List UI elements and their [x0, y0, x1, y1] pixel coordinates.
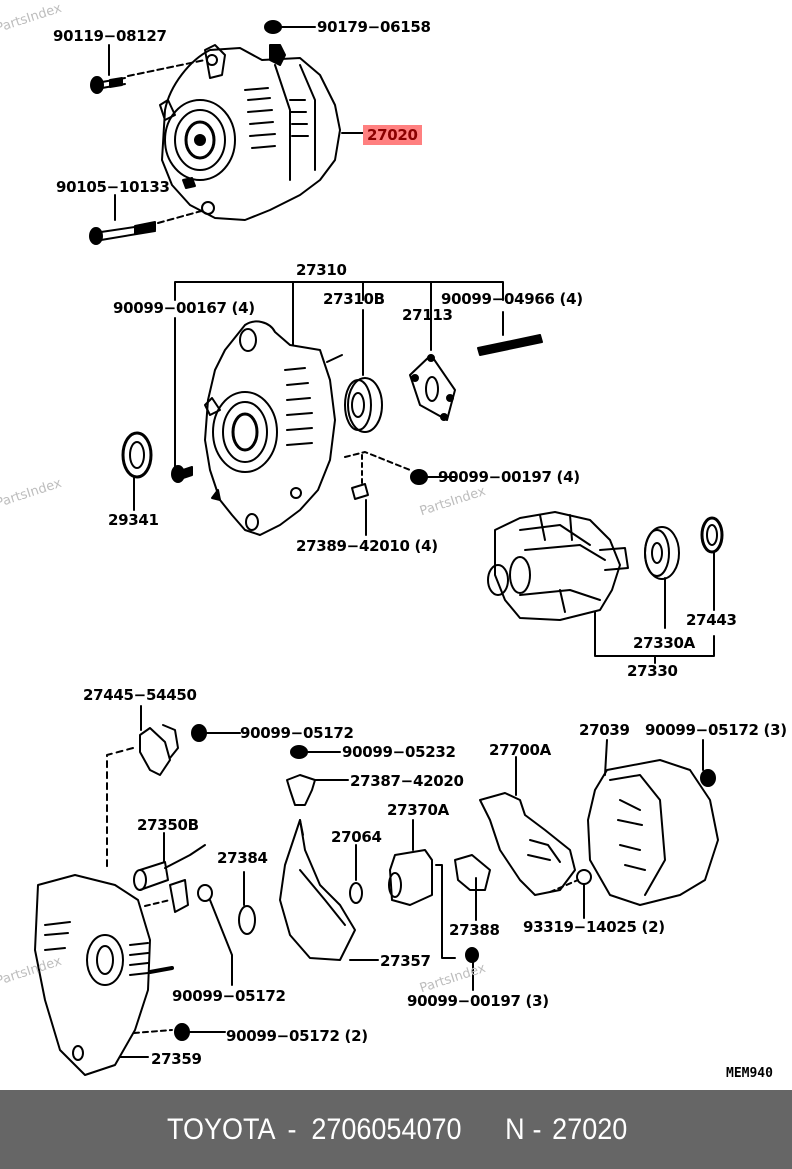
footer-separator: - [532, 1112, 542, 1146]
label-90099-00167[interactable]: 90099−00167 (4) [113, 299, 255, 317]
bolt-90119-08127 [90, 76, 126, 94]
label-29341[interactable]: 29341 [108, 511, 159, 529]
diagram-code: MEM940 [726, 1066, 773, 1081]
footer-ref-prefix: N [505, 1112, 525, 1146]
label-27370a[interactable]: 27370A [387, 801, 449, 819]
label-27113[interactable]: 27113 [402, 306, 453, 324]
label-27330a[interactable]: 27330A [633, 634, 695, 652]
terminal-27445-54450 [139, 724, 179, 776]
label-90099-05172-a[interactable]: 90099−05172 [240, 724, 354, 742]
label-27389-42010[interactable]: 27389−42010 (4) [296, 537, 438, 555]
diagram-line-art [34, 20, 724, 1076]
retainer-plate-27113 [409, 354, 456, 421]
label-27330[interactable]: 27330 [627, 662, 678, 680]
label-27359[interactable]: 27359 [151, 1050, 202, 1068]
parts-diagram: 90119−08127 90179−06158 27020 90105−1013… [0, 0, 788, 1081]
bolt-90099-00167 [171, 465, 193, 483]
leader-dash [127, 59, 206, 77]
label-27039[interactable]: 27039 [579, 721, 630, 739]
label-27445-54450[interactable]: 27445−54450 [83, 686, 197, 704]
label-90099-05172-3[interactable]: 90099−05172 (3) [645, 721, 787, 739]
label-27064[interactable]: 27064 [331, 828, 382, 846]
screw-90099-04966 [477, 334, 543, 356]
label-27387-42020[interactable]: 27387−42020 [350, 772, 464, 790]
rectifier-27357 [279, 819, 356, 961]
label-27020-highlighted[interactable]: 27020 [363, 125, 422, 145]
label-90179-06158[interactable]: 90179−06158 [317, 18, 431, 36]
capacitor-27350b [133, 844, 206, 913]
label-90099-05232[interactable]: 90099−05232 [342, 743, 456, 761]
cover-27443 [700, 516, 724, 554]
label-27310[interactable]: 27310 [296, 261, 347, 279]
seal-29341 [121, 431, 153, 511]
label-90119-08127[interactable]: 90119−08127 [53, 27, 167, 45]
bearing-27330a [644, 526, 680, 580]
label-93319-14025[interactable]: 93319−14025 (2) [523, 918, 665, 936]
bearing-27310b [344, 377, 383, 433]
footer-brand: TOYOTA [166, 1112, 276, 1146]
label-90099-05172-2[interactable]: 90099−05172 (2) [226, 1027, 368, 1045]
label-90099-00197-4[interactable]: 90099−00197 (4) [438, 468, 580, 486]
rear-cover-27039 [587, 759, 719, 906]
label-27350b[interactable]: 27350B [137, 816, 199, 834]
label-27357[interactable]: 27357 [380, 952, 431, 970]
footer-ref-number: 27020 [552, 1112, 628, 1146]
end-frame-27359 [34, 874, 174, 1076]
label-27388[interactable]: 27388 [449, 921, 500, 939]
bolt-90105-10133 [89, 221, 156, 245]
label-27443[interactable]: 27443 [686, 611, 737, 629]
footer-part-number: 2706054070 [311, 1112, 462, 1146]
label-90105-10133[interactable]: 90105−10133 [56, 178, 170, 196]
alternator-assembly-drawing [159, 20, 341, 221]
label-27310b[interactable]: 27310B [323, 290, 385, 308]
rotor-27330 [487, 511, 629, 621]
footer-bar: TOYOTA - 2706054070 N - 27020 [0, 1090, 792, 1169]
regulator-27370a [388, 849, 433, 906]
label-90099-05172-b[interactable]: 90099−05172 [172, 987, 286, 1005]
label-27384[interactable]: 27384 [217, 849, 268, 867]
label-90099-00197-3[interactable]: 90099−00197 (3) [407, 992, 549, 1010]
brush-holder-27700a [479, 792, 576, 896]
footer-separator: - [287, 1112, 297, 1146]
label-90099-04966[interactable]: 90099−04966 (4) [441, 290, 583, 308]
drive-end-frame-drawing [204, 320, 343, 536]
label-27700a[interactable]: 27700A [489, 741, 551, 759]
